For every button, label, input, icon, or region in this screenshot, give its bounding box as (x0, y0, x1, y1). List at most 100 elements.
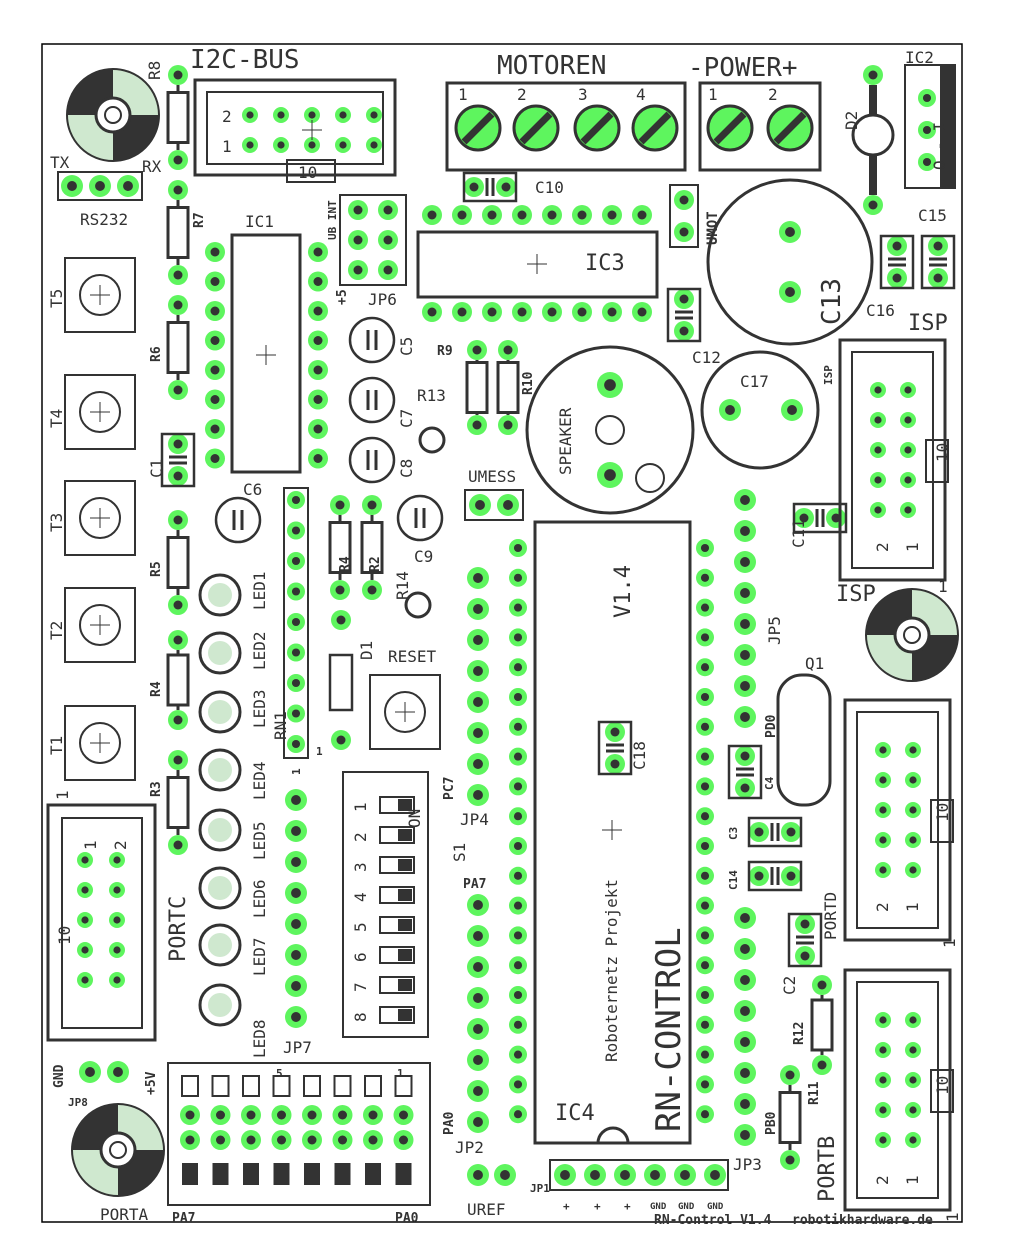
pad-hole (81, 856, 89, 864)
umot-jumper (669, 184, 699, 248)
pad-hole (700, 573, 710, 582)
led-body (208, 700, 232, 724)
pad-hole (892, 273, 902, 283)
pad-hole (513, 1110, 523, 1119)
pad-hole (513, 573, 523, 582)
dip-toggle (379, 946, 415, 964)
pad-hole (700, 782, 710, 791)
pad-hole (210, 424, 220, 434)
resistor-r10 (496, 361, 520, 414)
label: PA7 (172, 1211, 195, 1226)
led-body (208, 641, 232, 665)
pad-hole (740, 526, 750, 536)
resistor-r4 (166, 653, 190, 707)
label: PORTD (821, 892, 840, 940)
pad-hole (800, 919, 810, 929)
pad-hole (313, 424, 323, 434)
pad-hole (874, 506, 882, 514)
pad-hole (291, 981, 301, 991)
pad-hole (700, 1110, 710, 1119)
pad-hole (173, 515, 183, 525)
pad-hole (909, 776, 917, 784)
pad-hole (740, 1006, 750, 1016)
pad-hole (353, 205, 363, 215)
pad-hole (210, 395, 220, 404)
pad-hole (680, 1170, 690, 1180)
pin-10-label-box (930, 799, 954, 843)
pad-hole (740, 944, 750, 954)
led-body (208, 758, 232, 782)
pad-hole (307, 1135, 317, 1145)
pad-hole (754, 871, 764, 881)
label: 1 (53, 790, 72, 800)
pad-hole (904, 446, 912, 454)
pad-hole (173, 635, 183, 645)
label: 10 (933, 803, 952, 822)
pad-hole (173, 270, 183, 280)
pad-hole (339, 111, 347, 119)
label: 1 (903, 902, 922, 912)
label: C15 (918, 206, 947, 225)
pad-hole (513, 663, 523, 672)
label: + (563, 1200, 570, 1213)
pad-hole (892, 241, 902, 251)
label: RESET (388, 647, 437, 666)
dip-knob (398, 979, 412, 991)
screw-slot (773, 111, 807, 145)
label: JP3 (733, 1155, 762, 1174)
pad-hole (67, 181, 77, 191)
label: ISP (836, 582, 876, 607)
pad-hole (370, 111, 378, 119)
crystal-q1 (776, 673, 832, 807)
dip-knob (398, 799, 412, 811)
pad-hole (700, 841, 710, 851)
led-1 (198, 573, 242, 617)
label: Q1 (805, 654, 824, 673)
pad-hole (513, 1020, 523, 1029)
pad-hole (604, 469, 616, 481)
pad-hole (81, 976, 89, 984)
switch-knob (395, 1163, 412, 1185)
pad-hole (700, 603, 710, 612)
pad-hole (383, 205, 393, 215)
led-body (208, 993, 232, 1017)
pad-hole (246, 111, 254, 119)
pad-hole (291, 919, 301, 929)
capacitor-c11 (792, 502, 848, 534)
pad-hole (368, 1110, 378, 1120)
pad-hole (879, 776, 887, 784)
portc-inner (61, 817, 143, 1029)
label: R9 (437, 344, 453, 359)
pad-hole (473, 728, 483, 738)
i2c-inner (206, 91, 384, 165)
label: UMESS (468, 467, 516, 486)
label: 10 (933, 1076, 952, 1095)
pad-hole (754, 827, 764, 837)
resistor-r6 (166, 321, 190, 374)
pad-hole (740, 975, 750, 985)
pad-hole (513, 812, 523, 821)
board-website: robotikhardware.de (792, 1213, 933, 1228)
dip-toggle (379, 826, 415, 844)
pad-hole (725, 405, 735, 415)
power-terminal (698, 81, 822, 172)
label: R8 (145, 61, 164, 80)
label: RN1 (271, 711, 290, 740)
pad-hole (399, 1135, 408, 1145)
button-cap (79, 497, 121, 539)
label: R3 (149, 781, 164, 797)
label: 10 (933, 443, 952, 462)
pad-hole (473, 962, 483, 972)
pad-hole (291, 495, 301, 505)
label: O - I (930, 122, 949, 170)
label: 1 (81, 840, 100, 850)
pad-hole (700, 692, 710, 702)
pad-hole (472, 345, 482, 355)
label: R4 (338, 556, 353, 572)
header-inner (856, 711, 939, 929)
pad-hole (785, 1155, 795, 1165)
pad-hole (740, 1068, 750, 1078)
label: D2 (842, 111, 861, 130)
label: C12 (692, 348, 721, 367)
